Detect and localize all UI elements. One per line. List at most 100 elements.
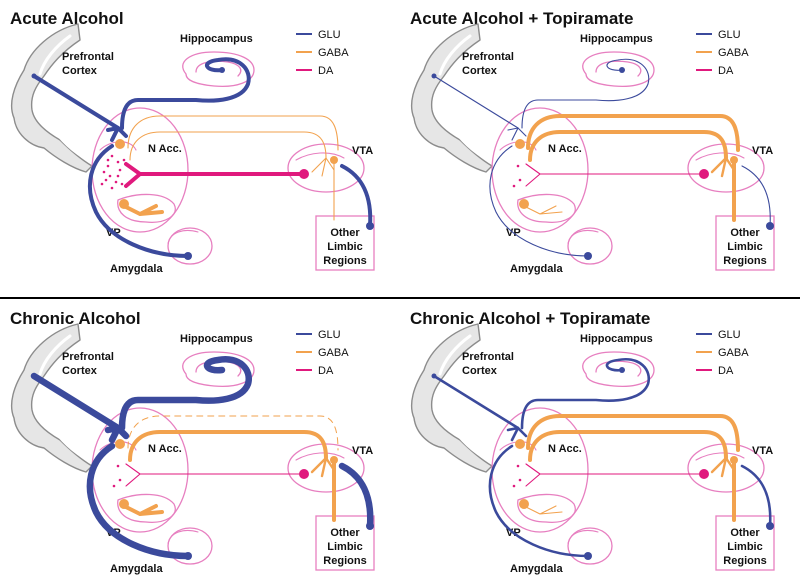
da-terminal [525,163,541,187]
glu-pfc-terminal [506,426,528,442]
label-prefrontal: Prefrontal [62,51,114,63]
glu-pfc-nacc [30,372,122,432]
gaba-cell-vta [330,456,338,464]
glu-hippocampus-nacc [118,356,252,432]
da-release-dot [100,182,104,186]
prefrontal-cortex-outline [10,23,93,173]
glu-cell-pfc [31,373,37,379]
vp-outline [517,193,576,223]
gaba-cell-nacc [115,139,125,149]
label-limbic: Limbic [727,541,762,553]
gaba-vp [122,204,164,216]
da-release-dot [118,478,122,482]
glu-pfc-terminal [507,127,527,141]
other-limbic-box [715,215,775,271]
glu-pfc-nacc [432,374,520,430]
label-other: Other [730,227,760,239]
label-nacc: N Acc. [148,443,182,455]
gaba-cell-nacc [515,139,525,149]
legend-label-gaba: GABA [718,347,749,359]
glu-amygdala-nacc [88,144,190,258]
panel-title: Acute Alcohol [10,9,124,28]
panel-acute-alcohol: Acute AlcoholPrefrontalCortexHippocampus… [10,9,375,275]
label-other: Other [730,527,760,539]
gaba-nacc-vta-top [127,415,339,451]
gaba-cell-vta [730,156,738,164]
gaba-cell-vta [730,456,738,464]
amygdala-outline [167,527,213,565]
da-release-dot [102,170,106,174]
glu-cell-hippocampus [619,67,625,73]
gaba-nacc-vta-top [526,114,740,152]
vta-outline [287,143,365,193]
hippocampus-outline [182,351,255,388]
label-vta: VTA [752,145,773,157]
panel-chronic-alcohol-topiramate: Chronic Alcohol + TopiramatePrefrontalCo… [410,309,775,575]
legend-label-da: DA [318,65,334,77]
label-regions: Regions [323,555,366,567]
amygdala-inner [567,229,599,245]
da-release-dot [112,484,116,488]
da-release-dot [110,186,114,190]
label-nacc: N Acc. [148,143,182,155]
label-vta: VTA [752,445,773,457]
da-release-dot [116,160,120,164]
gaba-vp [122,504,164,516]
amygdala-outline [167,227,213,265]
glu-pfc-nacc [32,74,120,130]
da-cell-vta [699,169,709,179]
da-release-dot [516,164,520,168]
label-regions: Regions [723,555,766,567]
glu-cell-other [366,222,374,230]
da-release-dot [106,164,110,168]
label-amygdala: Amygdala [110,563,163,575]
gaba-cell-vp [519,499,529,509]
label-limbic: Limbic [327,241,362,253]
amygdala-inner [167,229,199,245]
glu-cell-pfc [431,73,437,79]
hippocampus-outline [582,351,655,388]
label-vta: VTA [352,145,373,157]
vta-outline [687,143,765,193]
da-release-dot [114,180,118,184]
legend-label-gaba: GABA [318,47,349,59]
da-release-dot [104,178,108,182]
da-cell-vta [299,169,309,179]
da-release-dot [120,182,124,186]
amygdala-inner [567,529,599,545]
panel-title: Acute Alcohol + Topiramate [410,9,633,28]
label-other: Other [330,227,360,239]
glu-hippocampus-nacc [120,57,251,130]
vp-outline [117,193,176,223]
glu-cell-other [766,222,774,230]
label-hippocampus: Hippocampus [180,333,253,345]
glu-hippocampus-nacc [521,58,650,129]
gaba-nacc-vta-mid [528,130,728,162]
label-hippocampus: Hippocampus [580,33,653,45]
glu-cell-hippocampus [219,67,225,73]
glu-cell-amygdala [184,252,192,260]
legend-label-da: DA [718,65,734,77]
gaba-nacc-vta-mid [129,131,327,161]
gaba-cell-nacc [515,439,525,449]
da-terminal [525,463,541,487]
hippocampus-outline [582,51,655,88]
panel-title: Chronic Alcohol [10,309,141,328]
gaba-vta-terminal [311,157,335,177]
label-limbic: Limbic [727,241,762,253]
glu-vta-other [340,164,373,228]
label-vta: VTA [352,445,373,457]
label-cortex: Cortex [462,365,498,377]
legend-label-glu: GLU [718,329,741,341]
gaba-nacc-vta-top [127,115,339,151]
glu-pfc-terminal [106,126,128,142]
glu-amygdala-nacc [86,442,192,560]
label-prefrontal: Prefrontal [62,351,114,363]
da-cell-vta [699,469,709,479]
glu-vta-other [740,464,772,528]
prefrontal-cortex-outline [410,23,493,173]
amygdala-outline [567,527,613,565]
glu-cell-other [766,522,774,530]
da-release-dot [116,464,120,468]
label-prefrontal: Prefrontal [462,51,514,63]
